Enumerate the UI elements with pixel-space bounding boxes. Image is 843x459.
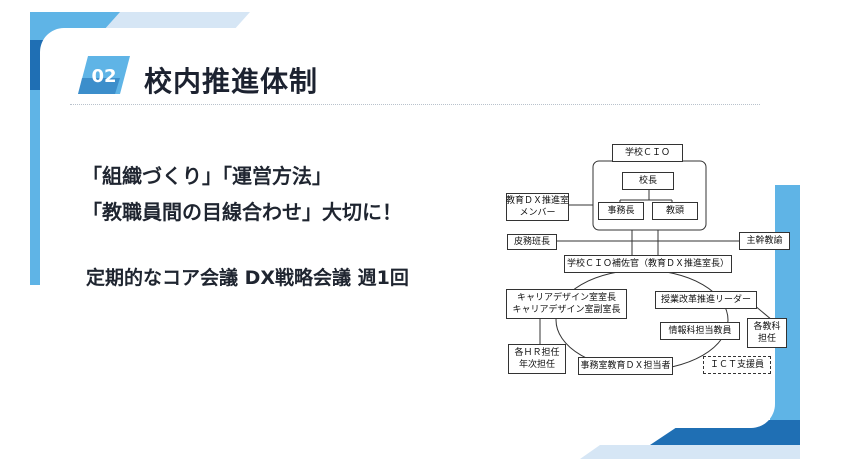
message-line-3: 定期的なコア会議 DX戦略会議 週1回 xyxy=(86,267,409,289)
org-hr-teachers-line2: 年次担任 xyxy=(518,360,555,370)
org-dx-office-member-line1: 教育ＤＸ推進室 xyxy=(506,196,570,206)
org-chief-teacher: 主幹教諭 xyxy=(739,232,790,250)
section-badge: 02 xyxy=(78,56,130,94)
org-health-chief: 皮務班長 xyxy=(507,234,557,250)
org-career-design: キャリアデザイン室室長 キャリアデザイン室副室長 xyxy=(506,289,627,319)
org-ict-support: ＩＣＴ支援員 xyxy=(703,356,771,374)
org-cio: 学校ＣＩＯ xyxy=(612,144,683,162)
title-divider xyxy=(70,104,760,105)
org-office-dx: 事務室教育ＤＸ担当者 xyxy=(578,357,673,375)
org-dx-office-member: 教育ＤＸ推進室 メンバー xyxy=(506,193,569,221)
org-reform-leader: 授業改革推進リーダー xyxy=(655,291,757,309)
message-line-1: 「組織づくり」「運営方法」 xyxy=(82,164,332,188)
org-principal: 校長 xyxy=(622,172,674,190)
org-subject-teachers-line1: 各教科 xyxy=(753,322,781,332)
org-info-teacher: 情報科担当教員 xyxy=(660,322,740,340)
org-dx-office-member-line2: メンバー xyxy=(519,208,556,218)
org-subject-teachers-line2: 担任 xyxy=(757,334,776,344)
org-hr-teachers-line1: 各ＨＲ担任 xyxy=(514,348,560,358)
org-subject-teachers: 各教科 担任 xyxy=(747,318,787,348)
org-office-chief: 事務長 xyxy=(598,202,644,220)
page-title: 校内推進体制 xyxy=(144,65,319,98)
message-line-2: 「教職員間の目線合わせ」大切に！ xyxy=(82,200,402,224)
org-cio-assistant: 学校ＣＩＯ補佐官（教育ＤＸ推進室長） xyxy=(564,255,732,273)
org-vice-principal: 教頭 xyxy=(652,202,698,220)
org-hr-teachers: 各ＨＲ担任 年次担任 xyxy=(508,344,566,374)
section-number: 02 xyxy=(91,66,116,87)
org-career-design-line1: キャリアデザイン室室長 xyxy=(516,293,616,303)
org-career-design-line2: キャリアデザイン室副室長 xyxy=(512,305,621,315)
